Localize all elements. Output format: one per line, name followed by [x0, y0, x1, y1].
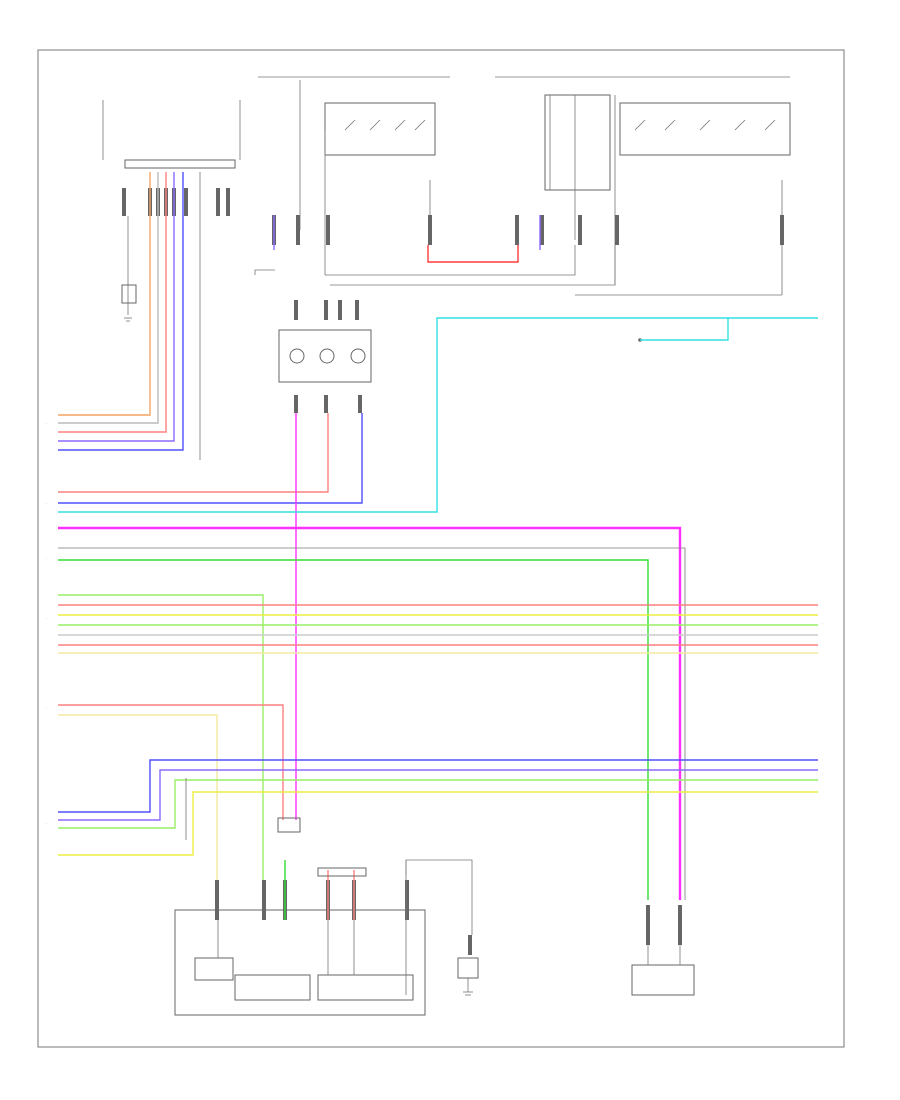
lower-wire-bundle — [58, 759, 818, 856]
center-component — [278, 300, 372, 413]
svg-text:·: · — [46, 501, 47, 506]
bottom-center-component — [277, 817, 473, 935]
top-center-switch-group — [254, 76, 791, 296]
horizontal-wire-bundle — [58, 594, 818, 900]
bottom-left-unit — [174, 860, 426, 1016]
svg-text:·: · — [46, 556, 47, 561]
diagram-frame — [37, 49, 845, 1048]
svg-text:·: · — [46, 616, 47, 621]
bottom-small-component — [457, 935, 479, 996]
svg-text:·: · — [822, 771, 823, 776]
left-colored-wires — [58, 172, 201, 460]
bottom-right-component — [631, 905, 695, 996]
svg-text:·: · — [46, 706, 47, 711]
svg-text:·: · — [46, 821, 47, 826]
switch-icon — [634, 119, 776, 131]
center-wires — [58, 413, 363, 820]
ground-icon — [124, 317, 132, 322]
svg-text:·: · — [822, 621, 823, 626]
switch-icon — [344, 119, 426, 131]
top-left-connector-group — [102, 100, 241, 322]
right-pin-markers: · · · — [822, 316, 823, 776]
left-pin-markers: · · · · · · — [46, 421, 47, 826]
ground-icon — [463, 978, 473, 996]
svg-text:·: · — [822, 316, 823, 321]
svg-text:·: · — [46, 421, 47, 426]
